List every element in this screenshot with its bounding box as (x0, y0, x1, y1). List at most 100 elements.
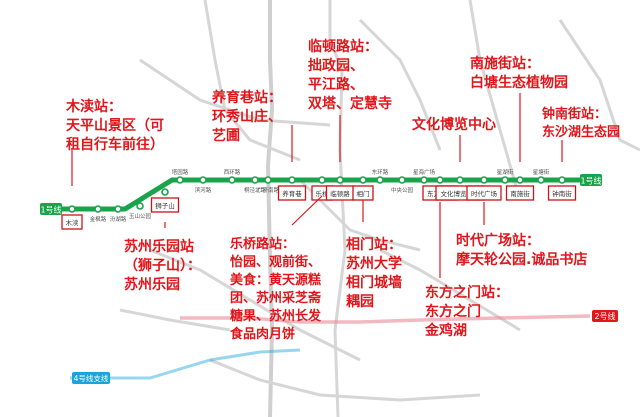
station-label: 塔园路 (172, 168, 189, 176)
annotation-leqiao: 乐桥路站： 怡园、观前街、 美食：黄天源糕 团、苏州采芝斋 糖果、苏州长发 食品… (230, 236, 321, 344)
annotation-zhongnan-line: 东沙湖生态园 (542, 125, 621, 140)
station-dot[interactable] (501, 176, 509, 184)
station-label: 钟南街 (552, 189, 572, 198)
station-7[interactable]: 滨河路 (195, 176, 212, 194)
station-dot[interactable] (94, 205, 102, 213)
annotation-shizishan-line: 苏州乐园 (124, 277, 180, 293)
annotation-wenhua-title: 文化博览中心 (412, 117, 496, 133)
annotation-xiangmen-title: 相门站： (346, 237, 402, 253)
station-label: 金枫路 (90, 215, 107, 223)
station-9[interactable]: 桐泾北路 (244, 176, 267, 194)
station-label: 时代广场 (471, 189, 498, 198)
station-label: 玉山公园 (129, 212, 152, 220)
station-label: 中央公园 (391, 186, 414, 194)
station-14[interactable]: 相门 (352, 176, 374, 201)
station-dot[interactable] (376, 176, 384, 184)
line2-badge-label: 2号线 (594, 311, 615, 321)
line1-badge-end: 1号线 (580, 174, 602, 186)
station-dot[interactable] (480, 176, 488, 184)
line2-badge: 2号线 (592, 310, 618, 322)
station-2[interactable]: 金枫路 (90, 205, 107, 223)
station-label: 广济南路 (257, 186, 280, 194)
annotation-leqiao-line: 糖果、苏州长发 (230, 309, 322, 324)
station-dot[interactable] (359, 176, 367, 184)
annotation-yangyu-title: 养育巷站： (212, 90, 282, 106)
annotation-lindun-line: 拙政园、 (308, 58, 364, 74)
station-dot[interactable] (68, 205, 76, 213)
station-highlight-box (547, 185, 577, 201)
station-dot[interactable] (161, 188, 169, 196)
station-highlight-box (150, 197, 180, 213)
station-label: 相门 (357, 189, 370, 198)
station-dot[interactable] (288, 176, 296, 184)
station-10[interactable]: 广济南路 (257, 176, 280, 194)
station-20[interactable]: 时代广场 (466, 176, 502, 201)
annotation-leqiao-title: 乐桥路站： (230, 237, 296, 252)
station-label: 滨河路 (195, 186, 212, 194)
annotation-mudu: 木渎站： 天平山景区（可 租自行车前往） (66, 98, 164, 155)
station-5[interactable]: 狮子山 (150, 188, 180, 213)
station-label: 东环路 (372, 168, 389, 176)
station-1[interactable]: 木渎 (61, 205, 83, 230)
annotation-wenhua: 文化博览中心 (412, 116, 496, 135)
station-label: 桐泾北路 (244, 186, 267, 194)
station-3[interactable]: 汾湖路 (110, 205, 127, 223)
station-8[interactable]: 西环路 (224, 168, 241, 184)
station-dot[interactable] (398, 176, 406, 184)
station-label: 养育巷 (282, 189, 302, 198)
station-24[interactable]: 钟南街 (547, 176, 577, 201)
station-dot[interactable] (264, 176, 272, 184)
station-label: 狮子山 (155, 201, 175, 210)
station-highlight-box (466, 185, 502, 201)
station-22[interactable]: 南施街 (505, 176, 535, 201)
station-label: 西环路 (224, 168, 241, 176)
station-16[interactable]: 中央公园 (391, 176, 414, 194)
annotation-lindun-line: 双塔、定慧寺 (308, 96, 392, 112)
callout-connectors (71, 93, 563, 278)
annotation-yangyu-line: 环秀山庄、 (212, 109, 282, 125)
annotation-mudu-line: 租自行车前往） (66, 137, 164, 153)
station-dot[interactable] (136, 202, 144, 210)
station-17[interactable]: 星海广场 (413, 168, 436, 184)
station-dot[interactable] (336, 176, 344, 184)
annotation-zhongnan-title: 钟南街站： (542, 107, 608, 122)
annotation-xiangmen: 相门站： 苏州大学 相门城墙 耦园 (346, 236, 402, 312)
station-11[interactable]: 养育巷 (277, 176, 307, 201)
annotation-mudu-title: 木渎站： (66, 99, 122, 115)
annotation-dongfang-line: 金鸡湖 (425, 323, 467, 339)
station-dot[interactable] (420, 176, 428, 184)
line1-badge: 1号线 (40, 203, 62, 215)
station-dot[interactable] (318, 176, 326, 184)
station-dot[interactable] (456, 176, 464, 184)
annotation-shizishan-line: （狮子山）： (124, 258, 201, 274)
annotation-lindun: 临顿路站： 拙政园、 平江路、 双塔、定慧寺 (308, 38, 392, 114)
station-4[interactable]: 玉山公园 (129, 202, 152, 220)
station-label: 临顿路 (330, 189, 350, 198)
station-dot[interactable] (558, 176, 566, 184)
station-21[interactable]: 星湖街 (497, 168, 514, 184)
station-23[interactable]: 星塘街 (533, 168, 550, 184)
line2-track (180, 314, 591, 324)
annotation-lindun-line: 平江路、 (308, 77, 364, 93)
station-dot[interactable] (251, 176, 259, 184)
annotation-zhongnan: 钟南街站： 东沙湖生态园 (542, 106, 620, 142)
station-label: 木渎 (66, 218, 80, 227)
station-dot[interactable] (199, 176, 207, 184)
annotation-nanshi-title: 南施街站： (470, 56, 540, 72)
line4-badge: 4号线支线 (72, 372, 110, 384)
station-dot[interactable] (114, 205, 122, 213)
station-13[interactable]: 临顿路 (325, 176, 355, 201)
station-dot[interactable] (436, 176, 444, 184)
annotation-dongfang-title: 东方之门站： (425, 285, 509, 301)
annotation-times-line: 摩天轮公园.诚品书店 (456, 252, 588, 268)
station-6[interactable]: 塔园路 (172, 168, 189, 184)
annotation-xiangmen-line: 耦园 (346, 294, 374, 310)
station-dot[interactable] (228, 176, 236, 184)
station-15[interactable]: 东环路 (372, 168, 389, 184)
station-dot[interactable] (176, 176, 184, 184)
annotation-xiangmen-line: 苏州大学 (346, 256, 402, 272)
station-dot[interactable] (516, 176, 524, 184)
annotation-leqiao-line: 团、苏州采芝斋 (230, 291, 322, 306)
station-dot[interactable] (537, 176, 545, 184)
annotation-nanshi: 南施街站： 白塘生态植物园 (470, 55, 568, 93)
